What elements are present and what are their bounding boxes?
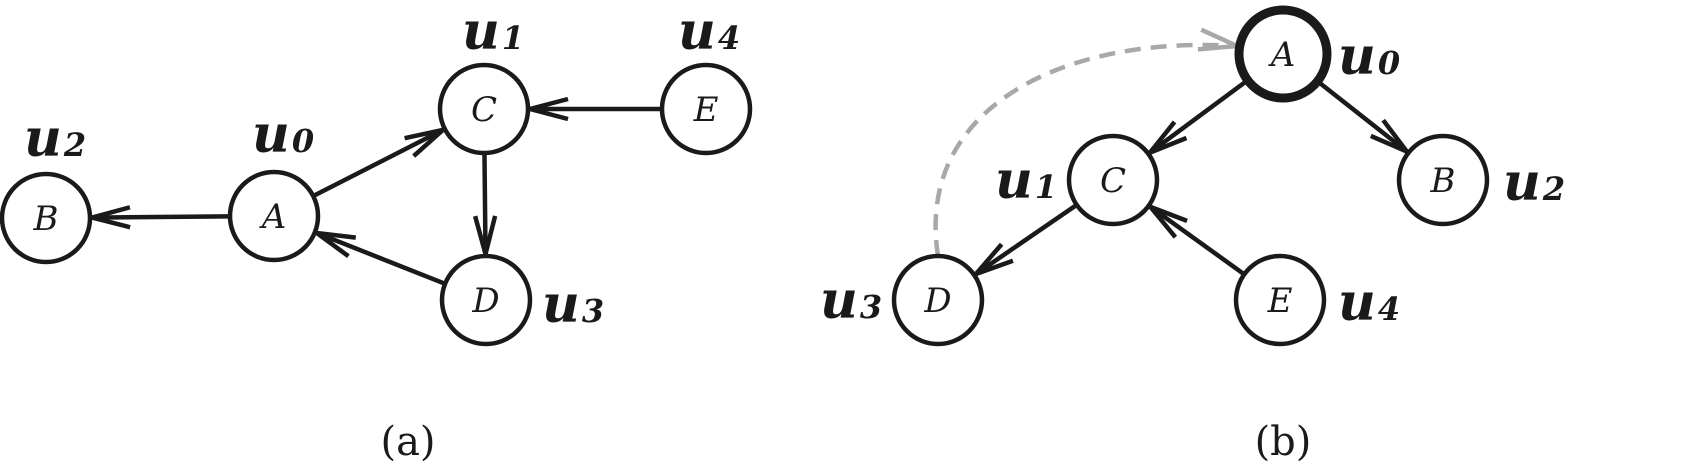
u-label-var: u [1503,152,1541,213]
node-letter: D [923,281,951,321]
node-circle [1066,133,1160,227]
node-letter: B [1430,161,1456,201]
edge-C-D [974,204,1077,276]
node-circle [437,62,531,156]
node-E-panel-a: Eu4 [659,1,753,156]
u-label-var: u [462,1,500,62]
node-circle [659,62,753,156]
node-D-panel-b: Du3 [820,253,985,347]
u-label: u3 [542,274,604,335]
node-letter: C [471,90,497,130]
node-letter: D [471,281,499,321]
node-B-panel-a: Bu2 [0,108,93,265]
u-label-subscript: 1 [1035,168,1057,206]
node-letter: E [693,90,719,130]
u-label: u2 [24,108,86,169]
node-letter: A [259,197,287,237]
arrowhead-A-C [404,125,451,158]
node-C-panel-b: Cu1 [995,133,1160,227]
u-label-subscript: 4 [1378,290,1400,328]
u-label-var: u [678,1,716,62]
node-letter: C [1100,161,1126,201]
u-label-var: u [820,270,858,331]
edge-A-B [1317,80,1409,154]
edge-D-A [315,230,445,286]
edge-C-D [482,154,488,255]
node-letter: B [33,199,59,239]
u-label-subscript: 0 [292,122,314,160]
node-circle [227,169,321,263]
u-label-subscript: 3 [860,288,882,326]
node-circle [1234,5,1332,103]
u-label: u1 [995,150,1057,211]
node-circle [891,253,985,347]
node-circle [439,253,533,347]
node-letter: E [1267,281,1293,321]
u-label-var: u [1338,272,1376,333]
u-label: u1 [462,1,524,62]
caption-a: (a) [380,419,435,465]
node-circle [1396,133,1490,227]
node-letter: A [1268,35,1296,75]
u-label-subscript: 2 [63,126,86,164]
u-label: u3 [820,270,882,331]
u-label-var: u [1338,26,1376,87]
u-label-var: u [24,108,62,169]
u-label: u0 [1338,26,1400,87]
u-label-var: u [995,150,1033,211]
u-label-subscript: 2 [1542,170,1565,208]
node-C-panel-a: Cu1 [437,1,531,156]
node-circle [1233,253,1327,347]
edge-A-B [91,214,229,220]
u-label-subscript: 0 [1378,44,1400,82]
u-label-subscript: 1 [502,19,524,57]
u-label-var: u [542,274,580,335]
node-circle [0,171,93,265]
u-label-subscript: 3 [582,292,604,330]
caption-b: (b) [1255,419,1312,465]
edge-D-A-dashed [933,42,1238,257]
u-label: u0 [252,104,314,165]
u-label: u2 [1503,152,1565,213]
edge-A-C [1148,79,1248,155]
edge-E-C [1149,205,1244,275]
edge-A-C [313,127,445,198]
u-label: u4 [1338,272,1400,333]
u-label-subscript: 4 [718,19,740,57]
u-label-var: u [252,104,290,165]
node-A-panel-a: Au0 [227,104,321,263]
u-label: u4 [678,1,740,62]
